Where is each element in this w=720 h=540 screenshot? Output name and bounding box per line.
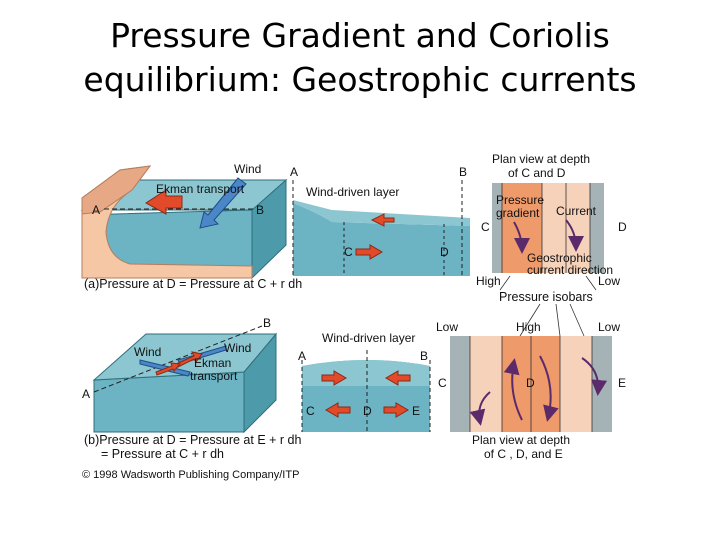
plan-a-heading-1: Plan view at depth bbox=[492, 152, 590, 166]
plan-a-current-label: Current bbox=[556, 204, 597, 218]
section-a-label-d: D bbox=[440, 245, 449, 259]
section-b-label-d: D bbox=[363, 404, 372, 418]
plan-b-strip-4 bbox=[560, 336, 592, 432]
panel-a-caption: (a)Pressure at D = Pressure at C + r dh bbox=[84, 277, 302, 291]
section-b-deep-arrow-left bbox=[325, 402, 351, 418]
plan-b-strip-5 bbox=[592, 336, 612, 432]
isobar-pointer-3 bbox=[519, 303, 541, 337]
section-a-water bbox=[293, 203, 470, 276]
plan-b-low-right-label: Low bbox=[598, 320, 620, 334]
panel-b-caption-2: = Pressure at C + r dh bbox=[101, 447, 224, 461]
block-a-wind-label: Wind bbox=[234, 162, 261, 176]
plan-a-label-d: D bbox=[618, 220, 627, 234]
section-b-surface-arrow-right bbox=[385, 370, 411, 386]
plan-b-arrow-3 bbox=[539, 355, 559, 422]
section-b-label-b: B bbox=[420, 349, 428, 363]
plan-a-geo-label-1: Geostrophic bbox=[527, 251, 592, 265]
plan-b-arrow-2 bbox=[503, 358, 523, 421]
slide-title: Pressure Gradient and Coriolis equilibri… bbox=[0, 14, 720, 102]
plan-a-strip-5 bbox=[590, 183, 604, 273]
plan-a-low-label: Low bbox=[598, 274, 620, 288]
panel-a-block: Wind Ekman transport A B bbox=[80, 162, 288, 280]
block-b-wind-left-label: Wind bbox=[134, 345, 161, 359]
plan-b-strip-2 bbox=[470, 336, 502, 432]
plan-b-high-label: High bbox=[516, 320, 541, 334]
plan-b-arrow-1 bbox=[469, 391, 491, 426]
plan-b-strip-1 bbox=[450, 336, 470, 432]
section-a-label-a: A bbox=[290, 165, 298, 179]
panel-b-caption-1: (b)Pressure at D = Pressure at E + r dh bbox=[84, 433, 301, 447]
block-a-label-a: A bbox=[92, 203, 100, 217]
block-b-wind-right-label: Wind bbox=[224, 341, 251, 355]
block-a-coast-top bbox=[81, 165, 152, 215]
section-b-surface-layer bbox=[302, 360, 430, 386]
pressure-isobars-label: Pressure isobars bbox=[499, 290, 593, 304]
section-b-surface-arrow-left bbox=[321, 370, 347, 386]
plan-a-current-arrow bbox=[565, 219, 584, 252]
block-b-label-a: A bbox=[82, 387, 90, 401]
title-line-1: Pressure Gradient and Coriolis bbox=[110, 16, 610, 55]
plan-a-heading-2: of C and D bbox=[508, 166, 566, 180]
section-b-label-c: C bbox=[306, 404, 315, 418]
block-b-ekman-label-2: transport bbox=[190, 369, 238, 383]
isobar-pointer-4 bbox=[555, 303, 561, 337]
block-a-ekman-label: Ekman transport bbox=[156, 182, 245, 196]
section-a-layer-label: Wind-driven layer bbox=[306, 185, 399, 199]
plan-a-label-c: C bbox=[481, 220, 490, 234]
block-b-ab-line bbox=[93, 325, 263, 393]
plan-b-heading-2: of C , D, and E bbox=[484, 447, 563, 461]
isobar-pointer-1 bbox=[499, 275, 511, 291]
plan-b-label-d: D bbox=[526, 376, 535, 390]
panel-a-section: A B Wind-driven layer C D bbox=[290, 165, 470, 276]
plan-b-label-e: E bbox=[618, 376, 626, 390]
plan-b-low-left-label: Low bbox=[436, 320, 458, 334]
section-a-cd-arrow bbox=[355, 244, 383, 260]
panel-a-plan: Plan view at depth of C and D Pressure g… bbox=[476, 152, 627, 288]
panel-b-plan: Low High Low C D E Plan view at depth of… bbox=[436, 320, 626, 461]
plan-a-strip-3 bbox=[542, 183, 566, 273]
block-b-ekman-arrow-2 bbox=[155, 362, 181, 376]
plan-b-heading-1: Plan view at depth bbox=[472, 433, 570, 447]
block-a-label-b: B bbox=[256, 203, 264, 217]
block-b-label-b: B bbox=[263, 316, 271, 330]
plan-a-pressure-label-1: Pressure bbox=[496, 193, 544, 207]
plan-a-strip-4 bbox=[566, 183, 590, 273]
plan-a-geo-label-2: current direction bbox=[527, 263, 613, 277]
section-b-deep-arrow-right bbox=[383, 402, 409, 418]
copyright-line: © 1998 Wadsworth Publishing Company/ITP bbox=[82, 469, 299, 481]
plan-a-gradient-arrow bbox=[513, 221, 530, 254]
block-a-wind-arrow bbox=[199, 177, 247, 229]
section-a-label-c: C bbox=[344, 245, 353, 259]
panel-b-section: Wind-driven layer A B C D E bbox=[298, 331, 431, 432]
section-a-surface-layer bbox=[293, 200, 470, 226]
section-b-label-a: A bbox=[298, 349, 306, 363]
isobar-pointer-2 bbox=[585, 275, 597, 291]
plan-b-label-c: C bbox=[438, 376, 447, 390]
block-b-ekman-label-1: Ekman bbox=[194, 356, 231, 370]
section-b-layer-label: Wind-driven layer bbox=[322, 331, 415, 345]
panel-b-block: B A Wind Wind Ekman transport bbox=[82, 316, 278, 434]
plan-a-strip-1 bbox=[492, 183, 502, 273]
plan-a-high-label: High bbox=[476, 274, 501, 288]
title-line-2: equilibrium: Geostrophic currents bbox=[83, 60, 637, 99]
block-b-top-surface bbox=[92, 333, 278, 381]
isobar-pointer-5 bbox=[569, 303, 585, 337]
plan-a-strip-2 bbox=[502, 183, 542, 273]
plan-b-arrow-4 bbox=[581, 357, 608, 396]
section-b-label-e: E bbox=[412, 404, 420, 418]
section-a-label-b: B bbox=[459, 165, 467, 179]
pressure-isobars-callout: Pressure isobars bbox=[499, 275, 597, 337]
section-a-surface-arrow bbox=[370, 213, 395, 227]
block-b-ekman-arrow-1 bbox=[175, 351, 203, 368]
block-a-ekman-arrow bbox=[145, 189, 183, 215]
plan-a-pressure-label-2: gradient bbox=[496, 206, 540, 220]
